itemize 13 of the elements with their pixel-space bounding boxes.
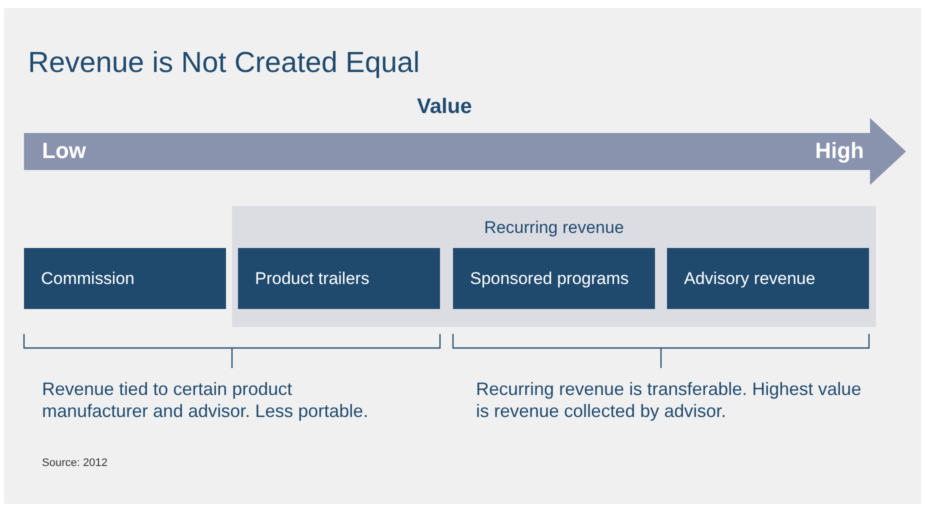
axis-title: Value bbox=[417, 95, 472, 119]
note-text: Recurring revenue is transferable. Highest value is revenue collected by advisor. bbox=[476, 378, 862, 422]
source-note: Source: 2012 bbox=[42, 456, 108, 471]
recurring-band bbox=[232, 206, 876, 327]
band-label: Recurring revenue bbox=[484, 218, 624, 238]
arrow-label: High bbox=[815, 137, 864, 165]
title: Revenue is Not Created Equal bbox=[28, 46, 420, 81]
revenue-box: Sponsored programs bbox=[453, 248, 655, 309]
arrow-label: Low bbox=[42, 137, 86, 165]
revenue-box: Commission bbox=[24, 248, 226, 309]
note-text: Revenue tied to certain product manufacturer and advisor. Less portable. bbox=[42, 378, 370, 422]
revenue-box: Product trailers bbox=[238, 248, 440, 309]
revenue-box: Advisory revenue bbox=[667, 248, 869, 309]
